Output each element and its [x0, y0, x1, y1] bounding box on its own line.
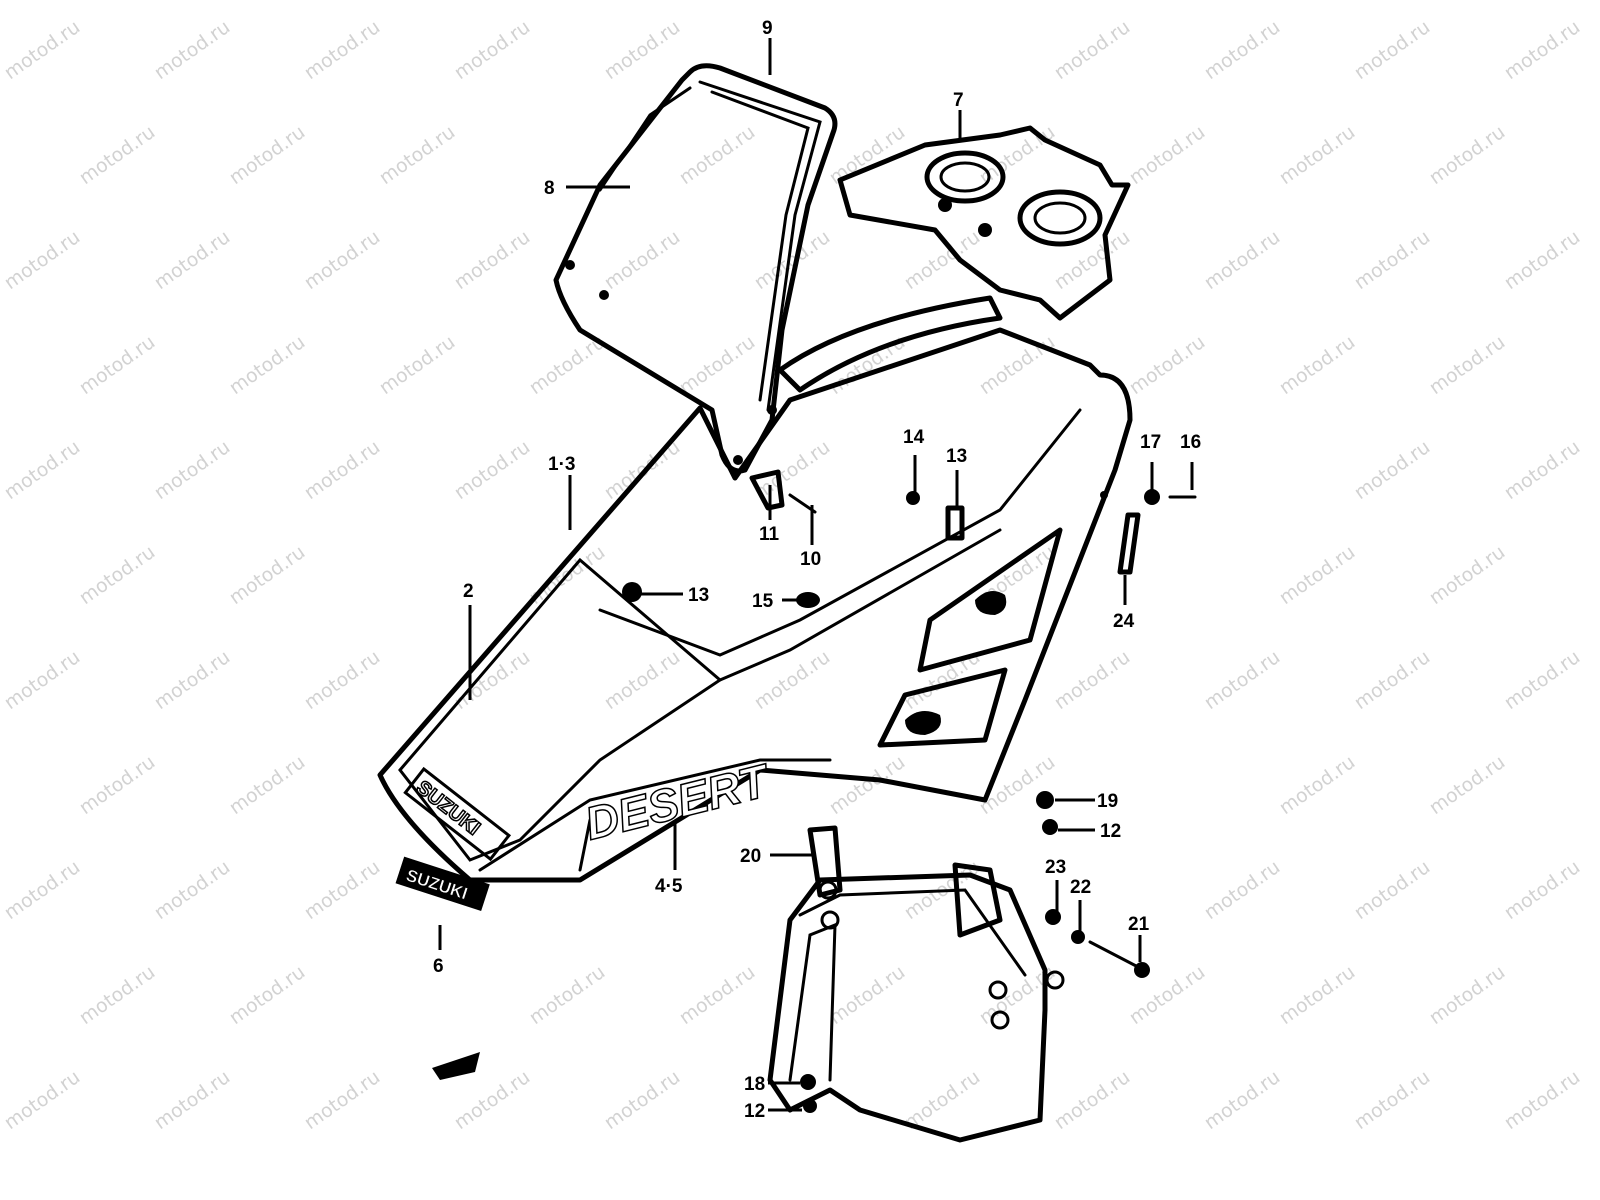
- label-19: 19: [1097, 791, 1118, 812]
- leader-lines: [438, 38, 1194, 1112]
- label-1-3: 1·3: [548, 454, 575, 475]
- label-17: 17: [1140, 432, 1161, 453]
- label-13-lower: 13: [688, 585, 709, 606]
- arrow-emblem: [432, 1052, 480, 1080]
- label-18: 18: [744, 1074, 765, 1095]
- label-13-upper: 13: [946, 446, 967, 467]
- label-22: 22: [1070, 877, 1091, 898]
- label-16: 16: [1180, 432, 1201, 453]
- label-8: 8: [544, 178, 555, 199]
- headlight-bracket-part-7: [837, 125, 1131, 321]
- upper-brace: [777, 295, 1003, 393]
- desert-decal-part-4-5: DESERT: [579, 753, 777, 851]
- label-24: 24: [1113, 611, 1135, 632]
- label-7: 7: [953, 90, 964, 111]
- suzuki-emblem-part-6: SUZUKI: [395, 856, 490, 912]
- label-11: 11: [759, 524, 780, 545]
- side-panel-lower: [877, 667, 1008, 748]
- label-10: 10: [800, 549, 821, 570]
- side-panel-upper: [917, 527, 1063, 673]
- label-15: 15: [752, 591, 774, 612]
- label-9: 9: [762, 18, 773, 39]
- label-12-lower: 12: [744, 1101, 765, 1122]
- label-21: 21: [1128, 914, 1150, 935]
- label-6: 6: [433, 956, 444, 977]
- windscreen-part-8: [553, 63, 838, 474]
- label-20: 20: [740, 846, 761, 867]
- part-labels: 9 7 8 1·3 14 13 17 16 11 10 2 13 15 24 1…: [433, 18, 1201, 1122]
- carrier-bracket-part-20: [767, 825, 1065, 1143]
- label-4-5: 4·5: [655, 876, 683, 897]
- label-14: 14: [903, 427, 925, 448]
- front-fairing-body-part-1-3: [377, 327, 1133, 883]
- desert-lettering: DESERT: [580, 753, 777, 849]
- label-23: 23: [1045, 857, 1066, 878]
- hardware: [622, 469, 1197, 1113]
- label-2: 2: [463, 581, 474, 602]
- label-12-upper: 12: [1100, 821, 1121, 842]
